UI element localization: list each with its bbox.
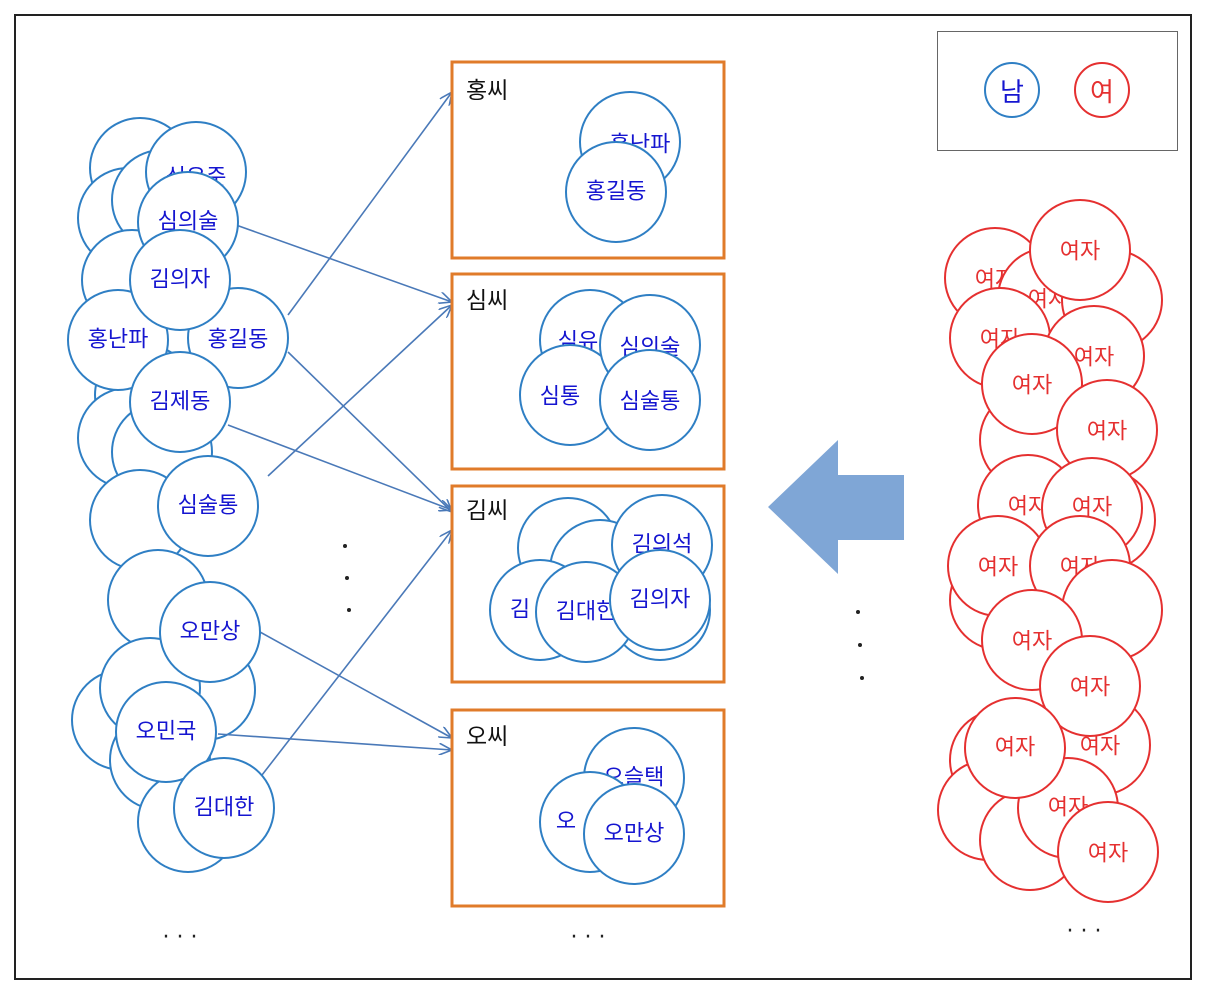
svg-text:김: 김 bbox=[510, 598, 530, 623]
ellipsis-right: · · · bbox=[1067, 919, 1102, 944]
person-node: 김제동 bbox=[129, 351, 231, 453]
svg-text:여자: 여자 bbox=[1088, 842, 1128, 867]
person-node: 오민국 bbox=[115, 681, 217, 783]
svg-text:김대한: 김대한 bbox=[194, 796, 255, 821]
svg-text:홍길동: 홍길동 bbox=[208, 328, 269, 353]
person-node: 심술통 bbox=[157, 455, 259, 557]
ellipsis-middle: · · · bbox=[571, 925, 606, 950]
svg-text:오만상: 오만상 bbox=[180, 620, 241, 645]
svg-text:오민국: 오민국 bbox=[136, 720, 197, 745]
svg-text:오: 오 bbox=[556, 810, 576, 835]
vertical-ellipsis-left bbox=[343, 544, 351, 612]
arrow-simsultong bbox=[267, 305, 452, 477]
group-box-hong: 홍씨 홍난파 홍길동 bbox=[450, 60, 726, 260]
arrow-hongnanpa bbox=[287, 92, 452, 316]
svg-text:여자: 여자 bbox=[995, 736, 1035, 761]
svg-text:심술통: 심술통 bbox=[620, 390, 681, 415]
legend: 남 여 bbox=[937, 31, 1178, 151]
svg-text:김의자: 김의자 bbox=[150, 268, 211, 293]
arrow-kimdaehan bbox=[261, 530, 452, 776]
group-title: 심씨 bbox=[466, 288, 508, 314]
person-node: 오만상 bbox=[159, 581, 261, 683]
svg-text:여자: 여자 bbox=[1070, 676, 1110, 701]
svg-text:김제동: 김제동 bbox=[150, 390, 211, 415]
group-title: 김씨 bbox=[466, 498, 508, 524]
group-box-kim: 김씨 김의석 김 김대한 김의자 bbox=[450, 484, 726, 684]
svg-text:김의자: 김의자 bbox=[630, 588, 691, 613]
svg-text:여자: 여자 bbox=[1012, 374, 1052, 399]
legend-female: 여 bbox=[1074, 62, 1130, 118]
arrow-hongildong bbox=[287, 351, 452, 512]
group-box-sim: 심씨 심유 심통 심의술 심술통 bbox=[450, 272, 726, 471]
svg-text:오만상: 오만상 bbox=[604, 822, 665, 847]
svg-text:홍길동: 홍길동 bbox=[586, 180, 647, 205]
arrow-kimjedong bbox=[227, 424, 452, 510]
group-box-oh: 오씨 오슬택 오 오만상 bbox=[450, 708, 726, 908]
person-node: 김대한 bbox=[173, 757, 275, 859]
svg-text:심술통: 심술통 bbox=[178, 494, 239, 519]
svg-text:여자: 여자 bbox=[1074, 346, 1114, 371]
svg-text:여자: 여자 bbox=[1080, 735, 1120, 760]
female-pool: 여자 여자 여자 여자 여자 여자 여자 여자 여자 여자 여자 여자 여자 여… bbox=[937, 199, 1163, 903]
svg-text:여자: 여자 bbox=[1087, 420, 1127, 445]
svg-text:여자: 여자 bbox=[978, 556, 1018, 581]
arrow-simuisul bbox=[235, 224, 452, 302]
assignment-arrows bbox=[217, 92, 452, 776]
ellipsis-left: · · · bbox=[163, 925, 198, 950]
group-title: 오씨 bbox=[466, 724, 508, 750]
big-left-arrow bbox=[768, 440, 904, 574]
vertical-ellipsis-right bbox=[856, 610, 864, 680]
svg-text:여자: 여자 bbox=[1012, 630, 1052, 655]
person-node: 김의자 bbox=[129, 229, 231, 331]
svg-text:심통: 심통 bbox=[540, 385, 580, 410]
arrow-ominguk bbox=[217, 733, 452, 750]
svg-text:여자: 여자 bbox=[1060, 240, 1100, 265]
group-title: 홍씨 bbox=[466, 78, 508, 104]
arrow-omansang bbox=[259, 631, 452, 738]
svg-text:홍난파: 홍난파 bbox=[88, 328, 149, 353]
legend-male: 남 bbox=[984, 62, 1040, 118]
svg-text:김대한: 김대한 bbox=[556, 600, 617, 625]
male-pool: 심우준 심의술 홍길동 홍난파 김의자 김제동 심술통 오만상 bbox=[67, 121, 289, 859]
